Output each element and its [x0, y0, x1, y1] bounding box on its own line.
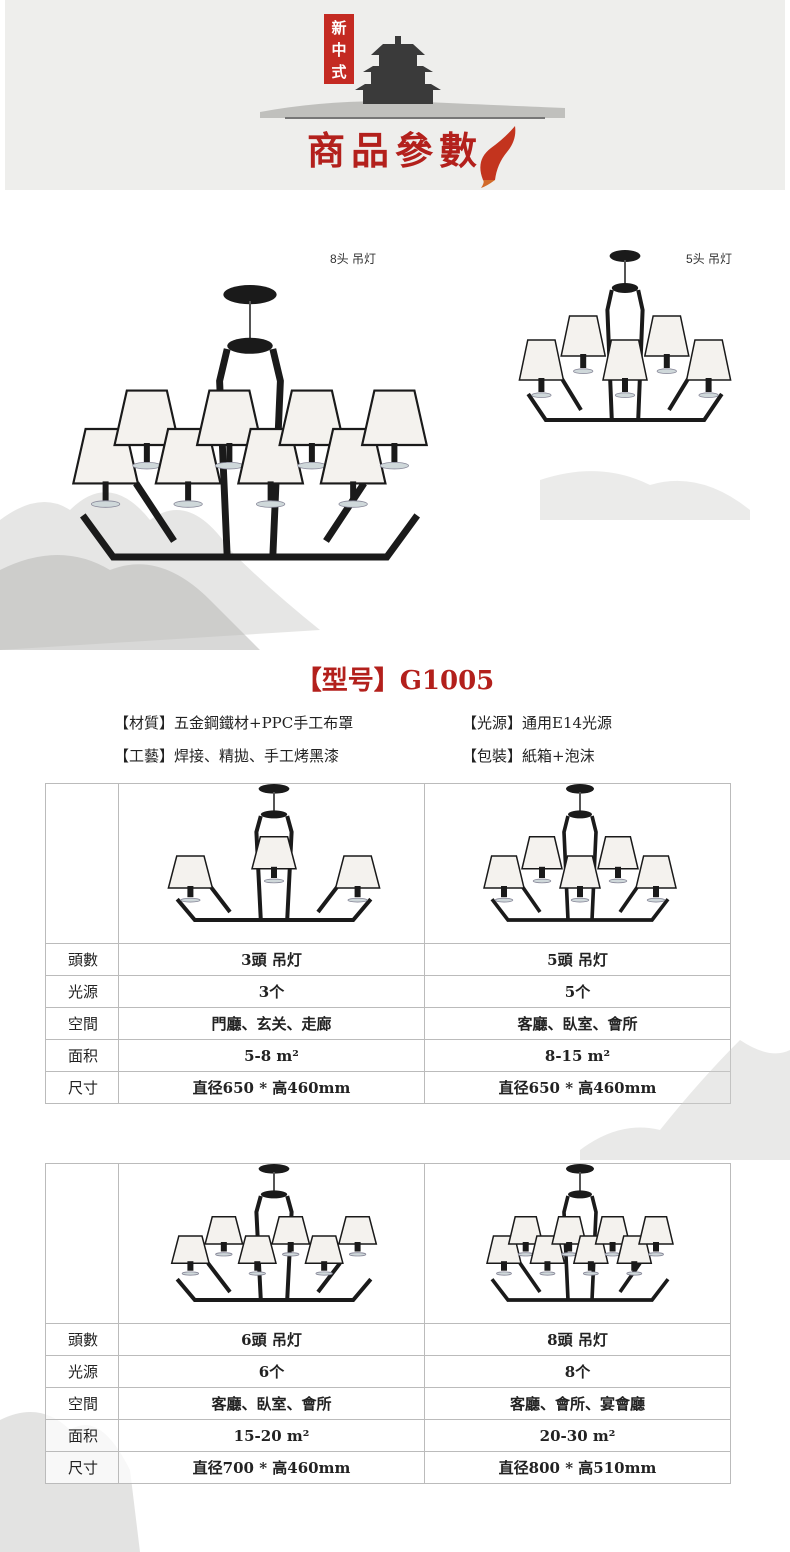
- value-light-b: 5个: [425, 976, 731, 1008]
- label-heads: 頭數: [46, 944, 119, 976]
- label-area: 面积: [46, 1420, 119, 1452]
- mountain-ink-background: [0, 471, 750, 650]
- label-light: 光源: [46, 976, 119, 1008]
- value-light-b: 8个: [425, 1356, 731, 1388]
- value-space-a: 客廳、臥室、會所: [119, 1388, 425, 1420]
- chandelier-6-head-image: [164, 1164, 384, 1328]
- value-area-b: 8-15 m²: [425, 1040, 731, 1072]
- label-size: 尺寸: [46, 1072, 119, 1104]
- caption-5-head: 5头 吊灯: [686, 252, 733, 266]
- value-space-a: 門廳、玄关、走廊: [119, 1008, 425, 1040]
- chandelier-3-head-image: [164, 784, 384, 948]
- spec-craft: 【工藝】焊接、精拋、手工烤黑漆: [114, 747, 340, 765]
- temple-ink-illustration: [260, 36, 565, 188]
- value-heads-a: 3頭 吊灯: [119, 944, 425, 976]
- spec-package: 【包裝】紙箱+泡沫: [462, 747, 595, 765]
- model-number: 【型号】G1005: [295, 666, 495, 696]
- value-size-b: 直径800 * 高510mm: [425, 1452, 731, 1484]
- chandelier-5-head-image: [515, 250, 735, 454]
- label-space: 空間: [46, 1388, 119, 1420]
- label-light: 光源: [46, 1356, 119, 1388]
- chandelier-5-head-image-small: [480, 784, 680, 948]
- new-chinese-style-seal: 新 中 式: [324, 14, 354, 84]
- label-heads: 頭數: [46, 1324, 119, 1356]
- label-space: 空間: [46, 1008, 119, 1040]
- value-area-a: 15-20 m²: [119, 1420, 425, 1452]
- caption-8-head: 8头 吊灯: [330, 252, 377, 266]
- chandelier-8-head-image: [60, 285, 440, 609]
- spec-light-source: 【光源】通用E14光源: [462, 714, 613, 732]
- value-size-b: 直径650 * 高460mm: [425, 1072, 731, 1104]
- page-title: 商品參數: [306, 128, 483, 173]
- spec-material: 【材質】五金鋼鐵材+PPC手工布罩: [114, 714, 354, 732]
- value-light-a: 6个: [119, 1356, 425, 1388]
- value-heads-b: 5頭 吊灯: [425, 944, 731, 976]
- value-space-b: 客廳、會所、宴會廳: [425, 1388, 731, 1420]
- label-area: 面积: [46, 1040, 119, 1072]
- label-size: 尺寸: [46, 1452, 119, 1484]
- value-heads-b: 8頭 吊灯: [425, 1324, 731, 1356]
- value-light-a: 3个: [119, 976, 425, 1008]
- value-size-a: 直径650 * 高460mm: [119, 1072, 425, 1104]
- koi-fish-icon: [480, 126, 516, 188]
- header-banner: 新 中 式 商品參數: [5, 0, 785, 190]
- value-area-a: 5-8 m²: [119, 1040, 425, 1072]
- chandelier-8-head-image-small: [480, 1164, 680, 1328]
- hero-section: 8头 吊灯 5头 吊灯: [0, 190, 790, 650]
- value-area-b: 20-30 m²: [425, 1420, 731, 1452]
- value-heads-a: 6頭 吊灯: [119, 1324, 425, 1356]
- value-space-b: 客廳、臥室、會所: [425, 1008, 731, 1040]
- value-size-a: 直径700 * 高460mm: [119, 1452, 425, 1484]
